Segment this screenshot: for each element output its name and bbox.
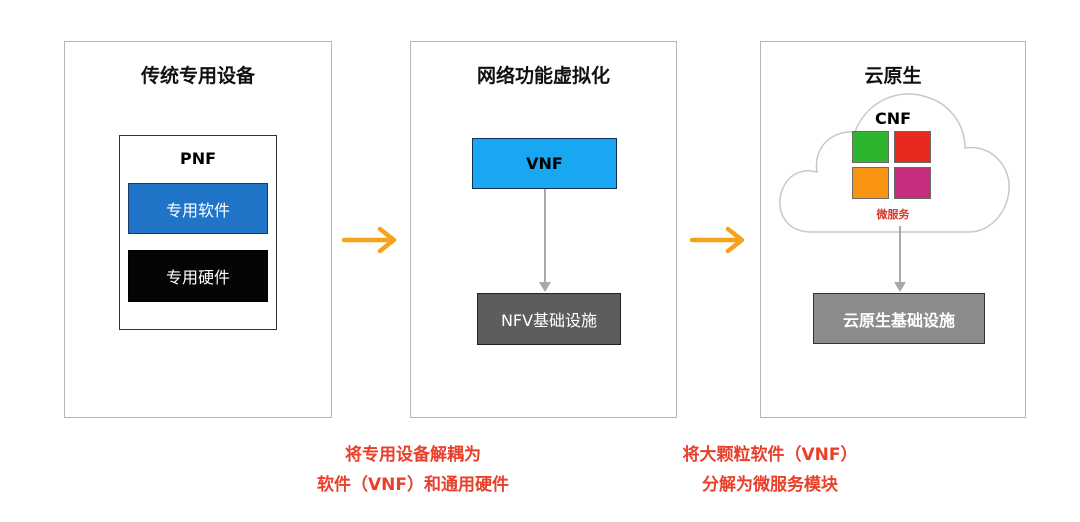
panel-nfv: 网络功能虚拟化 VNF NFV基础设施 [410,41,677,418]
microservice-square-red [894,131,931,163]
microservice-square-orange [852,167,889,199]
cnf-label: CNF [874,109,912,128]
cloud-native-infrastructure-block: 云原生基础设施 [813,293,985,344]
orange-arrow-icon-2 [690,226,745,254]
caption-microservices-line-1: 将大颗粒软件（VNF） [682,445,858,465]
pnf-container: PNF 专用软件 专用硬件 [119,135,277,330]
microservice-square-magenta [894,167,931,199]
caption-decouple: 将专用设备解耦为 软件（VNF）和通用硬件 [268,440,558,500]
down-arrow-icon [894,282,906,292]
panel-title-cloud-native: 云原生 [864,65,922,87]
connector-line [899,226,901,283]
caption-microservices: 将大颗粒软件（VNF） 分解为微服务模块 [620,440,920,500]
caption-decouple-line-1: 将专用设备解耦为 [345,445,481,465]
pnf-label: PNF [179,149,217,168]
connector-line [544,189,546,283]
microservices-label: 微服务 [876,208,910,221]
nfv-infrastructure-block: NFV基础设施 [477,293,621,345]
caption-microservices-line-2: 分解为微服务模块 [702,475,838,495]
orange-arrow-icon-1 [342,226,397,254]
panel-title-nfv: 网络功能虚拟化 [476,65,610,87]
dedicated-software-block: 专用软件 [128,183,268,234]
vnf-block: VNF [472,138,617,189]
microservice-square-green [852,131,889,163]
panel-title-traditional: 传统专用设备 [140,65,255,87]
down-arrow-icon [539,282,551,292]
dedicated-hardware-block: 专用硬件 [128,250,268,302]
panel-cloud-native: 云原生 CNF 微服务 云原生基础设施 [760,41,1026,418]
panel-traditional-equipment: 传统专用设备 PNF 专用软件 专用硬件 [64,41,332,418]
caption-decouple-line-2: 软件（VNF）和通用硬件 [317,475,509,495]
